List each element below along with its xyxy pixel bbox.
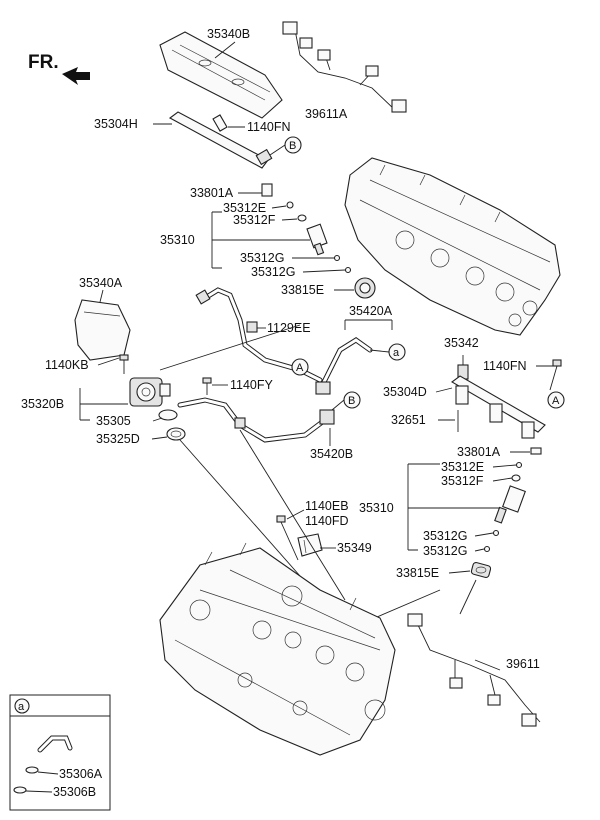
insulator-33815E-right xyxy=(470,561,492,579)
svg-text:B: B xyxy=(289,140,296,152)
label-35420B: 35420B xyxy=(310,447,353,461)
label-35312F-right: 35312F xyxy=(441,474,484,488)
fuel-rail-35304H xyxy=(168,111,273,169)
high-pressure-pipe-35420A xyxy=(315,336,373,395)
cap-33801A-right xyxy=(530,447,542,455)
ring-35312E-top xyxy=(286,201,294,209)
svg-text:A: A xyxy=(552,395,560,407)
wiring-harness-39611A xyxy=(282,21,407,113)
insulator-33815E-top xyxy=(354,277,376,299)
label-35310-right: 35310 xyxy=(359,501,394,515)
o-ring-35306B xyxy=(13,786,27,794)
label-33801A-top: 33801A xyxy=(190,186,234,200)
wiring-harness-39611 xyxy=(407,613,541,727)
label-35312G-top-2: 35312G xyxy=(251,265,295,279)
label-1140FN-top: 1140FN xyxy=(247,120,291,134)
label-32651: 32651 xyxy=(391,413,426,427)
bolt-1140FN-right xyxy=(549,359,562,391)
injector-35310-top xyxy=(306,223,328,256)
label-35340A: 35340A xyxy=(79,276,123,290)
label-35312G-top-1: 35312G xyxy=(240,251,284,265)
label-33815E-right: 33815E xyxy=(396,566,439,580)
front-direction-label: FR. xyxy=(28,52,59,73)
inset-detail-a: a 35306A 35306B xyxy=(9,694,111,811)
label-1140EB: 1140EB xyxy=(305,499,349,513)
label-35312E-right: 35312E xyxy=(441,460,484,474)
label-35312G-right-1: 35312G xyxy=(423,529,467,543)
label-35312F-top: 35312F xyxy=(233,213,276,227)
upper-cover-35340B xyxy=(159,31,283,119)
label-1140FY: 1140FY xyxy=(230,378,274,392)
ring-35312G-top-2 xyxy=(344,266,352,274)
svg-text:a: a xyxy=(18,701,25,713)
bolt-1140KB xyxy=(119,354,129,374)
bolt-1140FY xyxy=(202,377,212,395)
label-35325D: 35325D xyxy=(96,432,140,446)
label-1129EE: 1129EE xyxy=(267,321,311,335)
ring-35312E-right xyxy=(515,461,523,469)
high-pressure-pipe-35420B xyxy=(177,397,335,443)
cylinder-head-right xyxy=(344,157,561,336)
label-35420A: 35420A xyxy=(349,304,393,318)
seal-35312F-top xyxy=(297,214,307,222)
sensor-35342 xyxy=(457,355,469,380)
label-33801A-right: 33801A xyxy=(457,445,501,459)
label-1140FN-right: 1140FN xyxy=(483,359,527,373)
callout-A-right xyxy=(547,391,565,409)
label-35349: 35349 xyxy=(337,541,372,555)
label-35312G-right-2: 35312G xyxy=(423,544,467,558)
o-ring-35305 xyxy=(158,409,178,421)
high-pressure-pump-35320B xyxy=(129,377,171,407)
callout-A-left xyxy=(291,358,309,376)
o-ring-35306A xyxy=(25,766,39,774)
svg-text:a: a xyxy=(393,347,400,359)
ring-35312G-top-1 xyxy=(333,254,341,262)
engine-block xyxy=(159,542,396,756)
cover-35340A xyxy=(74,299,131,361)
label-35306A: 35306A xyxy=(59,767,103,781)
svg-text:A: A xyxy=(296,362,304,374)
seal-35312F-right xyxy=(511,474,521,482)
label-35320B: 35320B xyxy=(21,397,64,411)
label-35342: 35342 xyxy=(444,336,479,350)
label-39611A: 39611A xyxy=(305,107,348,121)
cap-33801A-top xyxy=(261,183,273,197)
label-33815E-top: 33815E xyxy=(281,283,324,297)
ring-35312G-right-2 xyxy=(483,545,491,553)
label-39611: 39611 xyxy=(506,657,540,671)
tappet-35325D xyxy=(166,427,186,441)
label-35305: 35305 xyxy=(96,414,131,428)
label-35310-top: 35310 xyxy=(160,233,195,247)
svg-text:B: B xyxy=(348,395,355,407)
label-35306B: 35306B xyxy=(53,785,96,799)
injector-35310-right xyxy=(494,485,526,524)
inset-callout-a xyxy=(14,698,30,714)
ring-35312G-right-1 xyxy=(492,529,500,537)
bracket-35349 xyxy=(297,533,323,557)
fuel-rail-35304D xyxy=(451,375,546,439)
label-35340B: 35340B xyxy=(207,27,250,41)
bolt-1140EB-1140FD xyxy=(276,515,299,561)
label-1140KB: 1140KB xyxy=(45,358,89,372)
label-35304H: 35304H xyxy=(94,117,138,131)
label-1140FD: 1140FD xyxy=(305,514,349,528)
label-35312E-top: 35312E xyxy=(223,201,266,215)
front-arrow-icon xyxy=(62,67,90,85)
label-35304D: 35304D xyxy=(383,385,427,399)
